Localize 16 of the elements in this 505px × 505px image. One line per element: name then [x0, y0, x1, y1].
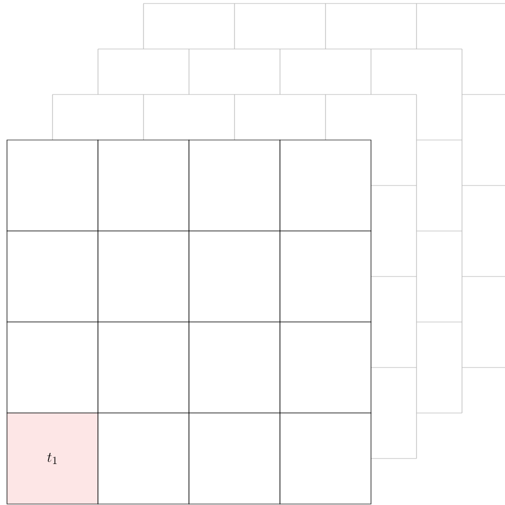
grid-cell — [188, 230, 280, 322]
grid-cell — [280, 140, 372, 232]
grid-cell — [188, 322, 280, 414]
grid-cell: $t_1$ — [6, 412, 98, 504]
grid-cell — [280, 322, 372, 414]
grid-cell — [188, 412, 280, 504]
grid-cell — [98, 322, 190, 414]
grid-cell — [280, 412, 372, 504]
grid-cell — [6, 230, 98, 322]
grid-cell — [6, 322, 98, 414]
grid-cell — [6, 140, 98, 232]
grid-cell — [98, 230, 190, 322]
grid-cell — [188, 140, 280, 232]
grid-cell — [280, 230, 372, 322]
grid-cell — [98, 140, 190, 232]
grid-cell — [98, 412, 190, 504]
